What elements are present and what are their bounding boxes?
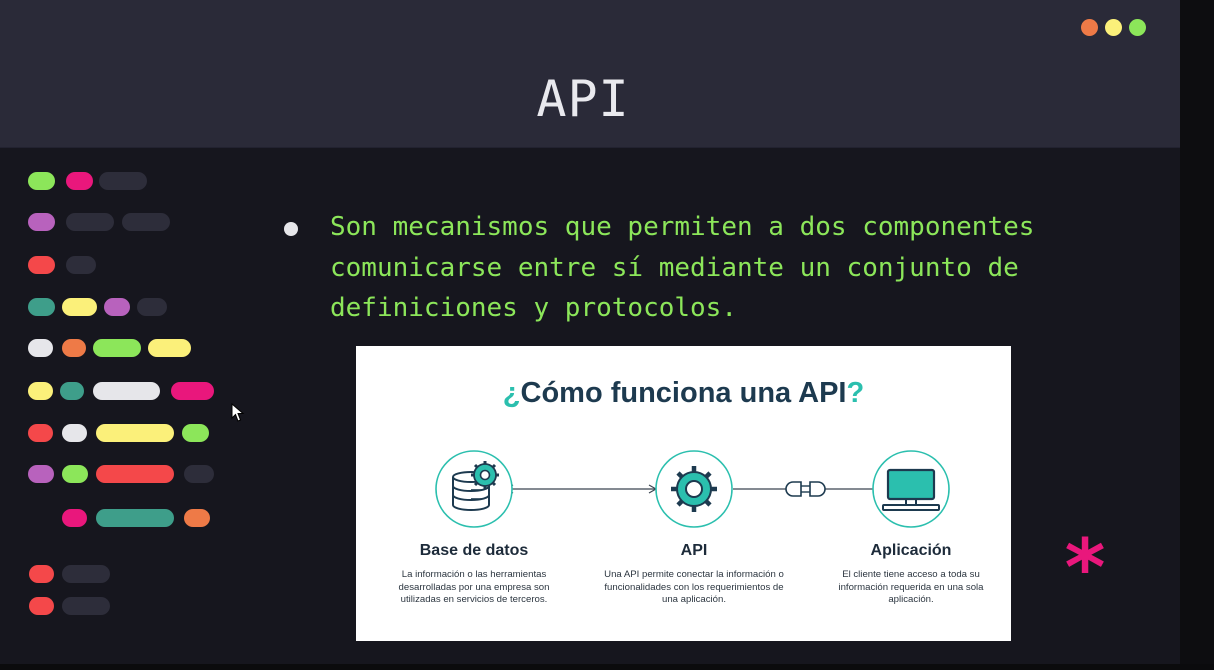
slide-title: API xyxy=(536,70,630,128)
slide-header: API xyxy=(0,0,1180,148)
column-api: API Una API permite conectar la informac… xyxy=(604,542,784,607)
code-pill xyxy=(29,597,54,615)
window-dots xyxy=(1081,19,1146,36)
code-pill xyxy=(28,298,55,316)
api-flow-diagram xyxy=(435,450,950,528)
code-pill xyxy=(28,382,53,400)
code-pill xyxy=(122,213,170,231)
code-pill xyxy=(62,597,110,615)
presentation-slide: API Son mecanismos que permiten a dos co… xyxy=(0,0,1180,664)
code-pill xyxy=(28,465,54,483)
code-pill xyxy=(104,298,130,316)
code-pill xyxy=(29,565,54,583)
column-title: API xyxy=(680,542,708,559)
code-pill xyxy=(184,509,210,527)
code-pill xyxy=(148,339,191,357)
column-title: Base de datos xyxy=(419,542,529,559)
code-pill xyxy=(96,465,174,483)
code-pill xyxy=(60,382,84,400)
card-title-text: Cómo funciona una API xyxy=(520,377,847,409)
asterisk-icon: * xyxy=(1064,524,1106,614)
code-pill xyxy=(171,382,214,400)
bottom-edge-strip xyxy=(0,664,1214,670)
bullet-point-icon xyxy=(284,222,298,236)
code-pill xyxy=(66,256,96,274)
code-pill-decoration xyxy=(0,0,260,664)
green-dot-icon xyxy=(1129,19,1146,36)
code-pill xyxy=(62,424,87,442)
code-pill xyxy=(137,298,167,316)
column-title: Aplicación xyxy=(870,542,952,559)
code-pill xyxy=(28,256,55,274)
database-gear-icon xyxy=(435,450,513,528)
mouse-cursor-icon xyxy=(231,403,245,422)
bullet-text: Son mecanismos que permiten a dos compon… xyxy=(330,212,1035,323)
monitor-icon xyxy=(872,450,950,528)
code-pill xyxy=(93,339,141,357)
code-pill xyxy=(99,172,147,190)
code-pill xyxy=(62,339,86,357)
column-base-de-datos: Base de datos La información o las herra… xyxy=(384,542,564,607)
api-diagram-card: ¿Cómo funciona una API? xyxy=(356,346,1011,641)
card-title: ¿Cómo funciona una API? xyxy=(356,377,1011,410)
code-pill xyxy=(182,424,209,442)
code-pill xyxy=(66,213,114,231)
gear-icon xyxy=(655,450,733,528)
code-pill xyxy=(28,339,53,357)
code-pill xyxy=(62,298,97,316)
column-description: Una API permite conectar la información … xyxy=(604,569,784,605)
right-edge-strip xyxy=(1180,0,1214,670)
code-pill xyxy=(28,424,53,442)
plug-connector-icon xyxy=(785,481,826,497)
code-pill xyxy=(28,172,55,190)
orange-dot-icon xyxy=(1081,19,1098,36)
column-description: La información o las herramientas desarr… xyxy=(398,569,550,605)
code-pill xyxy=(184,465,214,483)
card-title-open-question: ¿ xyxy=(502,377,521,409)
code-pill xyxy=(96,424,174,442)
column-aplicacion: Aplicación El cliente tiene acceso a tod… xyxy=(821,542,1001,607)
code-pill xyxy=(28,213,55,231)
yellow-dot-icon xyxy=(1105,19,1122,36)
code-pill xyxy=(93,382,160,400)
code-pill xyxy=(62,565,110,583)
card-title-close-question: ? xyxy=(846,377,865,409)
code-pill xyxy=(96,509,174,527)
code-pill xyxy=(66,172,93,190)
column-description: El cliente tiene acceso a toda su inform… xyxy=(838,569,984,605)
code-pill xyxy=(62,465,88,483)
code-pill xyxy=(62,509,87,527)
